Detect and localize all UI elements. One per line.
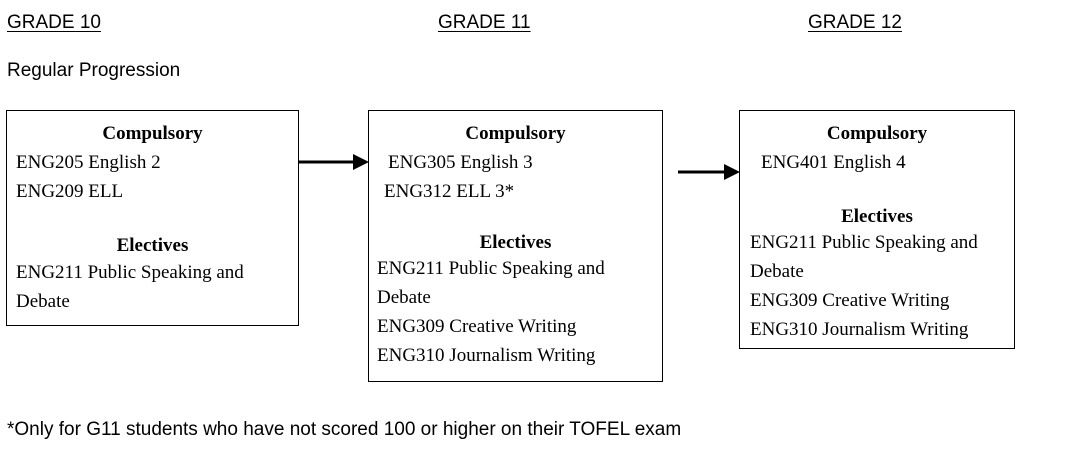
electives-list: ENG211 Public Speaking and Debate ENG309… bbox=[377, 254, 605, 370]
course-item: ENG310 Journalism Writing bbox=[750, 319, 969, 340]
electives-list: ENG211 Public Speaking and Debate bbox=[16, 258, 244, 316]
progression-subtitle: Regular Progression bbox=[7, 60, 181, 81]
grade-10-heading: GRADE 10 bbox=[7, 12, 101, 33]
compulsory-heading: Compulsory bbox=[826, 123, 928, 144]
grade-11-heading: GRADE 11 bbox=[438, 12, 531, 33]
arrow-right-icon bbox=[299, 154, 369, 170]
electives-title: Electives bbox=[7, 231, 298, 260]
course-item: ENG209 ELL bbox=[16, 181, 124, 202]
electives-heading: Electives bbox=[479, 232, 552, 253]
electives-title: Electives bbox=[740, 202, 1014, 231]
course-item: ENG312 ELL 3* bbox=[384, 181, 515, 202]
grade-10-course-box: Compulsory ENG205 English 2 ENG209 ELL E… bbox=[6, 110, 299, 326]
compulsory-heading: Compulsory bbox=[465, 123, 566, 144]
course-item: Debate bbox=[16, 291, 70, 312]
arrow-right-icon bbox=[678, 164, 740, 180]
course-item: ENG309 Creative Writing bbox=[750, 290, 950, 311]
course-item: ENG205 English 2 bbox=[16, 152, 161, 173]
footnote: *Only for G11 students who have not scor… bbox=[7, 419, 682, 440]
compulsory-heading: Compulsory bbox=[102, 123, 203, 144]
compulsory-title: Compulsory bbox=[369, 119, 662, 148]
course-item: Debate bbox=[377, 287, 431, 308]
grade-12-heading: GRADE 12 bbox=[808, 12, 902, 33]
course-item: ENG401 English 4 bbox=[761, 152, 906, 173]
course-item: ENG305 English 3 bbox=[388, 152, 533, 173]
electives-list: ENG211 Public Speaking and Debate ENG309… bbox=[750, 228, 978, 344]
grade-12-course-box: Compulsory ENG401 English 4 Electives EN… bbox=[739, 110, 1015, 349]
course-item: ENG211 Public Speaking and bbox=[16, 262, 244, 283]
course-item: ENG211 Public Speaking and bbox=[750, 232, 978, 253]
grade-11-course-box: Compulsory ENG305 English 3 ENG312 ELL 3… bbox=[368, 110, 663, 382]
course-item: ENG211 Public Speaking and bbox=[377, 258, 605, 279]
electives-title: Electives bbox=[369, 228, 662, 257]
compulsory-title: Compulsory bbox=[740, 119, 1014, 148]
course-item: Debate bbox=[750, 261, 804, 282]
compulsory-list: ENG305 English 3 ENG312 ELL 3* bbox=[384, 148, 533, 206]
electives-heading: Electives bbox=[841, 206, 913, 227]
course-item: ENG310 Journalism Writing bbox=[377, 345, 596, 366]
course-item: ENG309 Creative Writing bbox=[377, 316, 577, 337]
compulsory-title: Compulsory bbox=[7, 119, 298, 148]
electives-heading: Electives bbox=[116, 235, 189, 256]
compulsory-list: ENG205 English 2 ENG209 ELL bbox=[16, 148, 161, 206]
compulsory-list: ENG401 English 4 bbox=[761, 148, 906, 177]
